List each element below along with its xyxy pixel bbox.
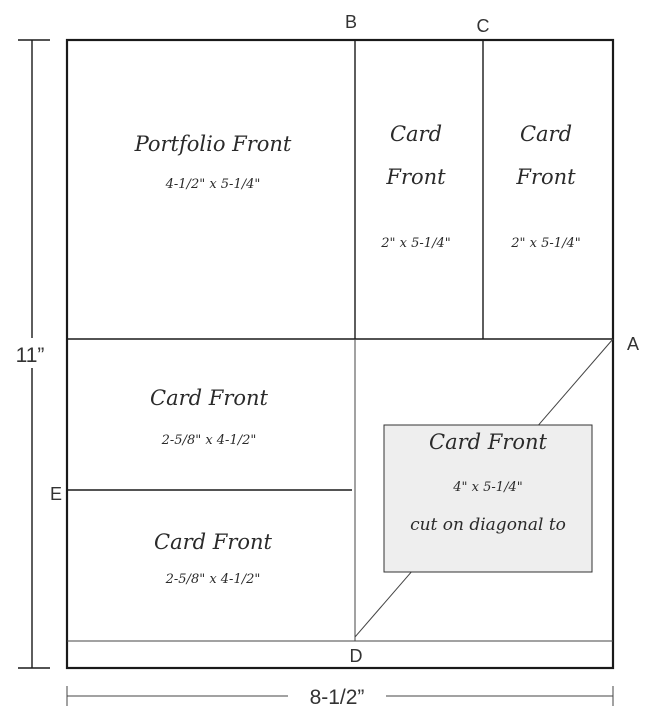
portfolio-front-title: Portfolio Front	[134, 132, 292, 156]
sheet-outline	[65, 38, 615, 670]
point-label-c: C	[477, 16, 490, 36]
card-c-size: 2" x 5-1/4"	[510, 236, 580, 251]
point-label-b: B	[345, 12, 357, 32]
card-mid-left-title: Card Front	[150, 386, 269, 410]
width-measure-label: 8-1/2”	[310, 686, 365, 709]
card-mid-left-size: 2-5/8" x 4-1/2"	[161, 433, 257, 448]
card-b-title-line2: Front	[385, 165, 446, 189]
width-label-mask	[288, 680, 386, 710]
point-label-d: D	[350, 646, 363, 666]
diagonal-card-note-box	[383, 424, 593, 573]
portfolio-front-size: 4-1/2" x 5-1/4"	[165, 177, 261, 192]
card-low-left-size: 2-5/8" x 4-1/2"	[165, 572, 261, 587]
card-diagonal-title: Card Front	[429, 430, 548, 454]
card-c-title-line1: Card	[520, 122, 572, 146]
card-b-title-line1: Card	[390, 122, 442, 146]
height-label-mask	[4, 338, 62, 368]
card-diagonal-size: 4" x 5-1/4"	[452, 480, 522, 495]
height-measure-label: 11”	[16, 344, 45, 367]
card-c-title-line2: Front	[515, 165, 576, 189]
point-label-a: A	[627, 334, 639, 354]
card-diagonal-note: cut on diagonal to	[410, 515, 566, 535]
card-b-size: 2" x 5-1/4"	[380, 236, 450, 251]
point-label-e: E	[50, 484, 62, 504]
card-low-left-title: Card Front	[154, 530, 273, 554]
